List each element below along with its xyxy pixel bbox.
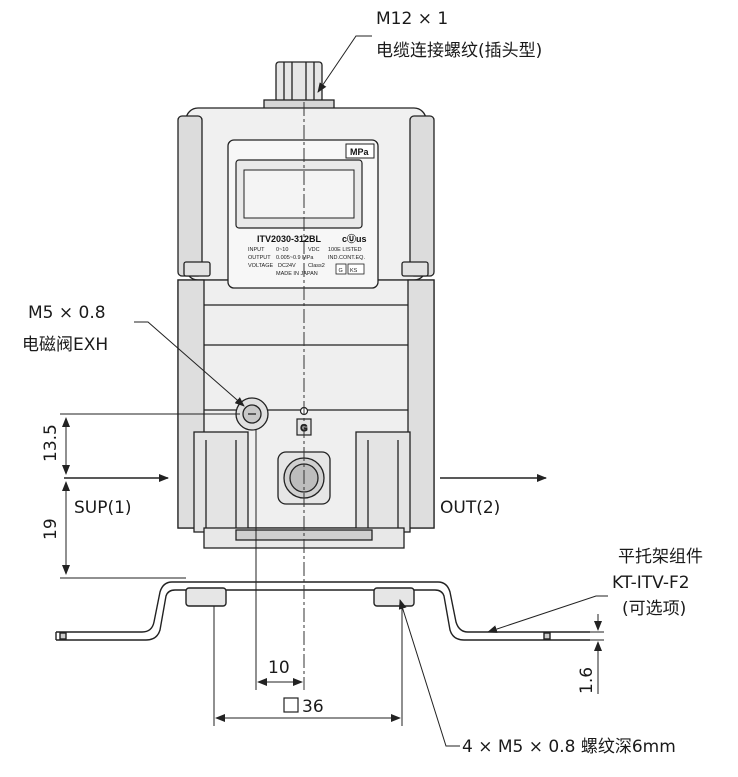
spec-ind: IND.CONT.EQ.: [328, 255, 365, 261]
nameplate: MPa ITV2030-312BL cⓊus INPUT 0~10 VDC 10…: [227, 139, 379, 289]
model-label: ITV2030-312BL: [257, 234, 322, 244]
spec-input-value: 0~10: [276, 247, 288, 253]
bracket: [55, 581, 590, 641]
dim-19: 19: [41, 518, 61, 540]
leader-lines: [134, 35, 608, 747]
spec-class: Class2: [308, 263, 325, 269]
mark-ks: KS: [350, 268, 358, 274]
cable-spec-label: M12 × 1: [376, 9, 448, 29]
dim-10-label: 10: [268, 658, 290, 678]
dim-vertical-left: [60, 413, 240, 579]
unit-label: MPa: [350, 147, 370, 157]
spec-origin: MADE IN JAPAN: [276, 271, 318, 277]
spec-output-key: OUTPUT: [248, 255, 271, 261]
dim-36: [213, 606, 403, 726]
spec-voltage-value: DC24V: [278, 263, 296, 269]
spec-input-key: INPUT: [248, 247, 265, 253]
solenoid-spec-label: M5 × 0.8: [28, 303, 106, 323]
solenoid-desc-label: 电磁阀EXH: [22, 335, 108, 355]
cable-connector: [263, 61, 335, 111]
bracket-name-label: 平托架组件: [618, 547, 703, 567]
bracket-model-label: KT-ITV-F2: [612, 573, 690, 593]
mount-thread-label: 4 × M5 × 0.8 螺纹深6mm: [462, 737, 676, 757]
dim-1-6: [590, 614, 604, 694]
dim-1-6-label: 1.6: [577, 667, 597, 694]
spec-listed: 100E LISTED: [328, 247, 362, 253]
dim-36-label: 36: [302, 697, 324, 717]
cable-desc-label: 电缆连接螺纹(插头型): [376, 41, 542, 61]
spec-voltage-key: VOLTAGE: [248, 263, 273, 269]
out-port-label: OUT(2): [440, 498, 500, 518]
cert-mark: cⓊus: [342, 233, 367, 244]
spec-input-unit: VDC: [308, 247, 320, 253]
dim-13-5: 13.5: [41, 424, 61, 462]
sup-port-label: SUP(1): [74, 498, 132, 518]
mark-g: G: [339, 268, 343, 274]
dim-10: [255, 430, 303, 690]
spec-output-value: 0.005~0.9 MPa: [276, 255, 314, 261]
bracket-option-label: (可选项): [622, 599, 686, 619]
